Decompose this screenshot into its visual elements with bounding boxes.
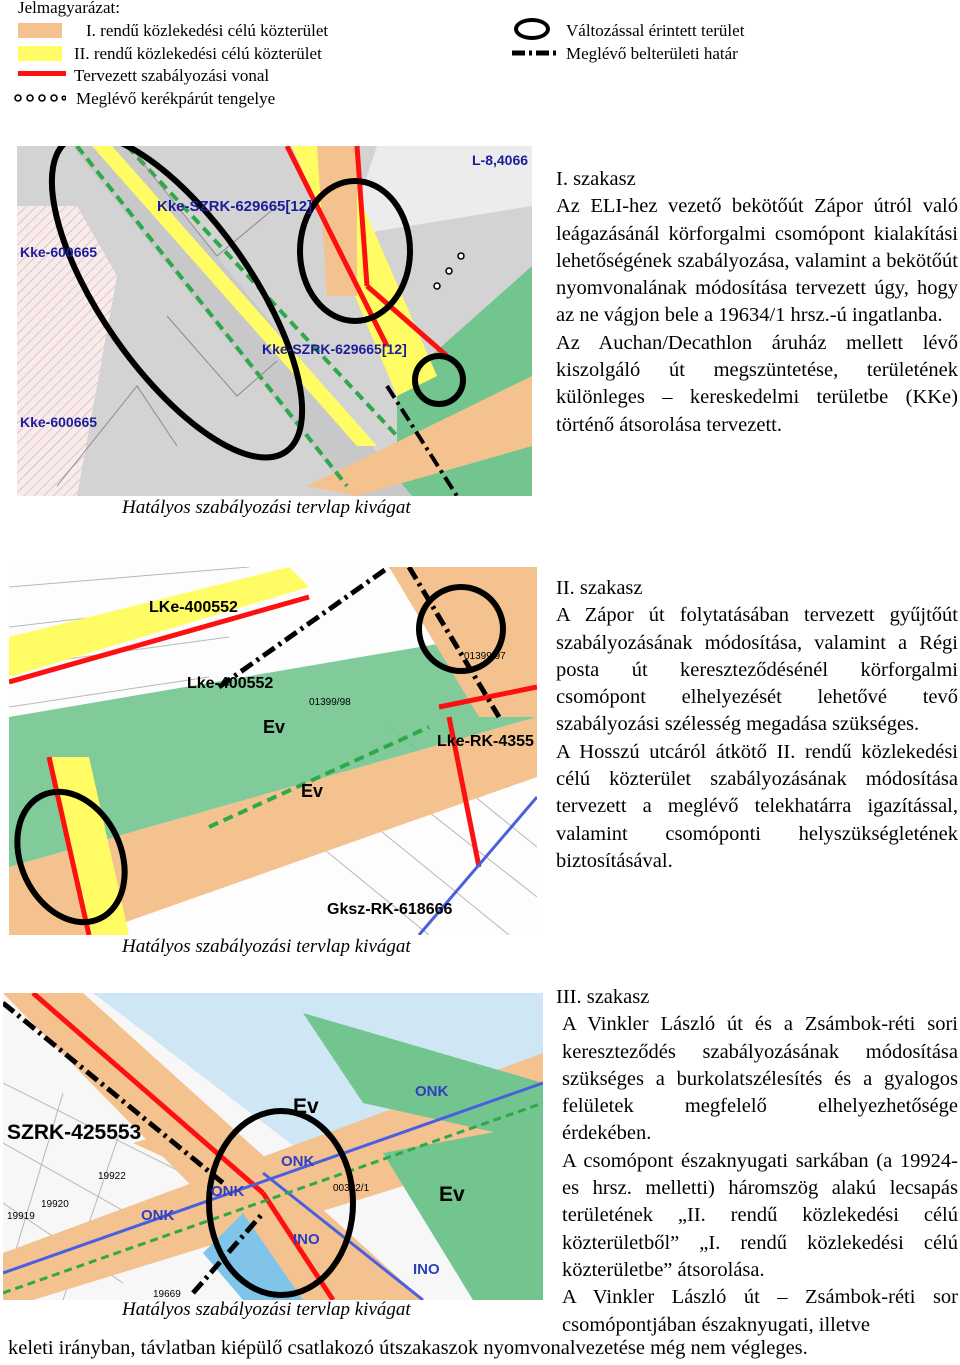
legend-label-changed-area: Változással érintett terület: [566, 21, 745, 40]
map3-label-m: 19919: [7, 1211, 35, 1222]
section-2-text: II. szakasz A Zápor út folytatásában ter…: [556, 575, 958, 875]
map2-label-c: Ev: [263, 717, 286, 737]
map1-label-d: Kke-600665: [20, 414, 98, 430]
legend-swatch-bike-path: [14, 94, 66, 102]
map1-label-b: Kke-600665: [20, 244, 98, 260]
section-3-title: III. szakasz: [556, 986, 650, 1008]
map3-label-n: 19669: [153, 1289, 181, 1300]
legend-swatch-first-order: [18, 23, 62, 38]
section-3-text: III. szakasz A Vinkler László út és a Zs…: [556, 984, 958, 1339]
map2-label-b: Lke-400552: [187, 675, 274, 692]
map3-label-a: SZRK-425553: [7, 1121, 142, 1144]
section-3-paragraph-3: A Vinkler László út – Zsámbok-réti sor c…: [562, 1286, 958, 1336]
caption-section-1: Hatályos szabályozási tervlap kivágat: [122, 497, 411, 518]
legend-label-second-order: II. rendű közlekedési célú közterület: [74, 44, 322, 63]
map2-label-e: Lke-RK-4355: [437, 733, 534, 750]
map2-label-a: LKe-400552: [149, 599, 238, 616]
legend-label-first-order: I. rendű közlekedési célú közterület: [86, 21, 329, 40]
section-3-paragraph-1: A Vinkler László út és a Zsámbok-réti so…: [562, 1013, 958, 1145]
map3-label-e: ONK: [281, 1153, 315, 1170]
map2-label-h: 01399/97: [464, 651, 506, 662]
map-section-2: LKe-400552 Lke-400552 Ev Ev Lke-RK-4355 …: [9, 567, 537, 935]
legend-swatch-changed-area: [514, 18, 550, 40]
map3-label-l: 19920: [41, 1199, 69, 1210]
legend-title: Jelmagyarázat:: [18, 0, 120, 17]
section-3-paragraph-2: A csomópont északnyugati sarkában (a 199…: [562, 1149, 958, 1281]
caption-section-2: Hatályos szabályozási tervlap kivágat: [122, 936, 411, 957]
map3-label-j: 00342/1: [333, 1183, 370, 1194]
map-section-1: Kke-SZRK-629665[12] Kke-600665 Kke-SZRK-…: [17, 146, 532, 496]
legend-label-bike-path: Meglévő kerékpárút tengelye: [76, 89, 276, 108]
section-2-title: II. szakasz: [556, 577, 643, 599]
section-2-paragraph-1: A Zápor út folytatásában tervezett gyűjt…: [556, 604, 958, 736]
map3-label-c: Ev: [439, 1183, 465, 1206]
map3-label-g: ONK: [141, 1207, 175, 1224]
section-1-paragraph-2: Az Auchan/Decathlon áruház mellett lévő …: [556, 331, 958, 436]
map3-label-k: 19922: [98, 1171, 126, 1182]
legend-swatch-regulation-line: [18, 71, 66, 76]
section-2-paragraph-2: A Hosszú utcáról átkötő II. rendű közlek…: [556, 740, 958, 872]
map-section-3: SZRK-425553 Ev Ev ONK ONK ONK ONK INO IN…: [3, 993, 543, 1300]
legend-swatch-second-order: [18, 46, 62, 61]
map1-label-c: Kke-SZRK-629665[12]: [262, 341, 407, 357]
legend-label-boundary: Meglévő belterületi határ: [566, 44, 738, 63]
map3-label-i: INO: [413, 1261, 440, 1278]
legend-label-regulation-line: Tervezett szabályozási vonal: [74, 66, 270, 85]
footer-line: keleti irányban, távlatban kiépülő csatl…: [8, 1337, 808, 1359]
legend-swatch-boundary: [512, 50, 556, 56]
map2-label-g: 01399/98: [309, 697, 351, 708]
section-1-paragraph-1: Az ELI-hez vezető bekötőút Zápor útról v…: [556, 195, 958, 327]
section-1-text: I. szakasz Az ELI-hez vezető bekötőút Zá…: [556, 166, 958, 439]
map1-label-a: Kke-SZRK-629665[12]: [157, 198, 313, 215]
map3-label-b: Ev: [293, 1095, 319, 1118]
map2-label-f: Gksz-RK-618666: [327, 901, 453, 918]
map1-label-e: L-8,4066: [472, 152, 529, 168]
map2-label-d: Ev: [301, 781, 324, 801]
map3-label-f: ONK: [211, 1183, 245, 1200]
caption-section-3: Hatályos szabályozási tervlap kivágat: [122, 1299, 411, 1320]
map3-label-d: ONK: [415, 1083, 449, 1100]
map3-label-h: INO: [293, 1231, 320, 1248]
section-1-title: I. szakasz: [556, 168, 636, 190]
